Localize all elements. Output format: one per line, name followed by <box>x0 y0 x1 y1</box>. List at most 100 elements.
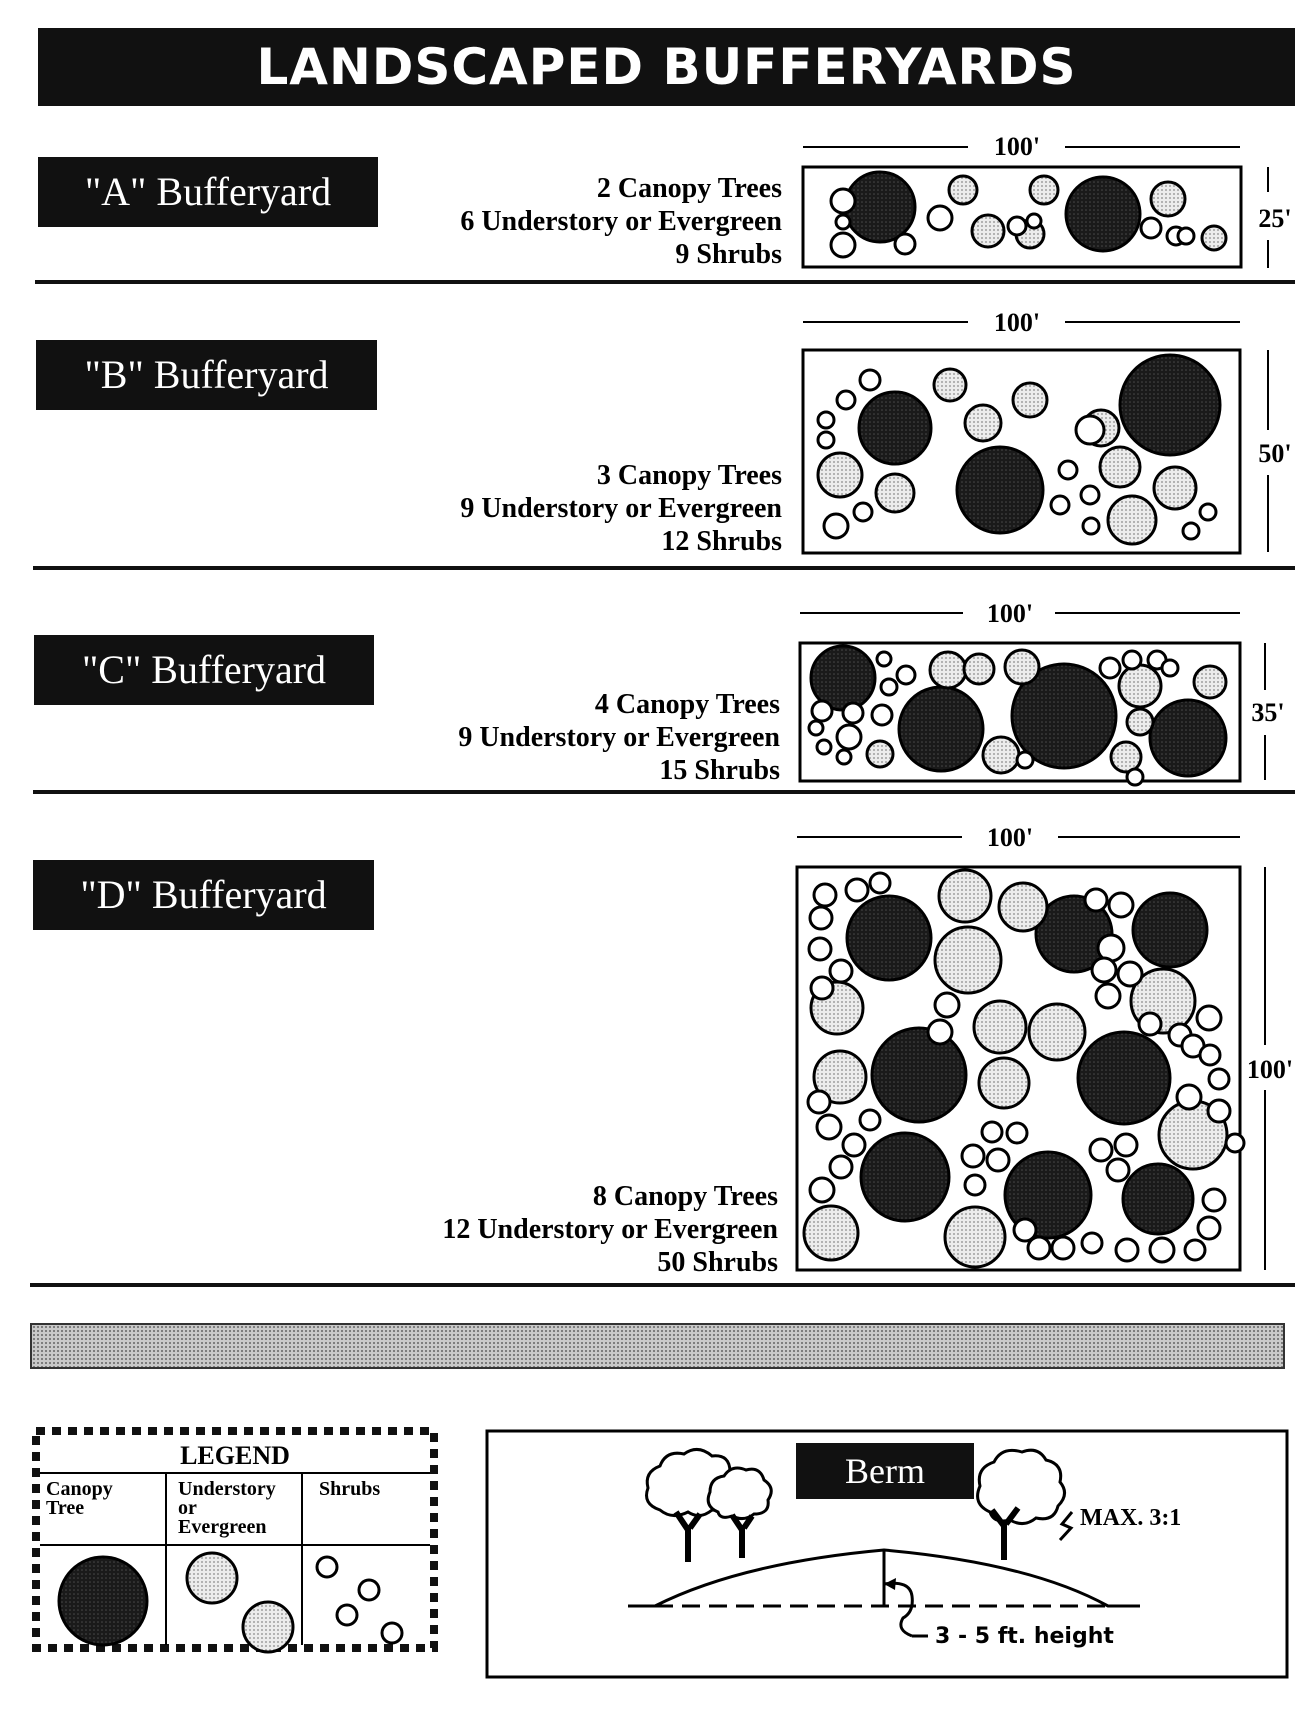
dim-label-d-depth: 100' <box>1247 1055 1293 1084</box>
plan-a-canopy-tree-0 <box>843 170 917 244</box>
legend-understory-label-2: or <box>178 1497 197 1519</box>
plan-a-canopy-tree-1 <box>1064 175 1142 253</box>
plan-d-shrub-57 <box>1201 1187 1227 1213</box>
plan-box-d <box>795 865 1242 1272</box>
bufferyard-b-label: "B" Bufferyard <box>36 340 377 410</box>
plan-box-c <box>798 641 1242 783</box>
plan-a-shrub-17 <box>1176 226 1196 246</box>
plan-d-shrub-33 <box>1116 960 1144 988</box>
plan-d-shrub-61 <box>1114 1237 1140 1263</box>
plan-d-shrub-66 <box>1224 1132 1246 1154</box>
plan-a-understory-tree-4 <box>970 213 1006 249</box>
plan-d-understory-tree-9 <box>997 881 1049 933</box>
plan-c-understory-tree-12 <box>865 739 895 769</box>
plan-d-shrub-28 <box>926 1018 954 1046</box>
plan-c-shrub-14 <box>895 664 917 686</box>
bufferyard-c-shrubs: 15 Shrubs <box>659 755 780 786</box>
plan-d-understory-tree-18 <box>943 1205 1007 1269</box>
plan-b-understory-tree-4 <box>1011 381 1049 419</box>
bufferyard-a-counts: 2 Canopy Trees 6 Understory or Evergreen… <box>362 172 782 271</box>
plan-c-canopy-tree-2 <box>1010 662 1118 770</box>
legend-canopy-label-1: Canopy <box>46 1478 113 1500</box>
plan-d-shrub-50 <box>1005 1121 1029 1145</box>
plan-d-understory-tree-12 <box>972 999 1028 1055</box>
plan-c-shrub-15 <box>879 677 899 697</box>
plan-d-shrub-30 <box>1107 891 1135 919</box>
bufferyard-d-label: "D" Bufferyard <box>33 860 374 930</box>
plan-b-understory-tree-8 <box>1098 445 1142 489</box>
legend-shrub-symbol-4 <box>380 1621 404 1645</box>
dim-label-b-width: 100' <box>994 308 1040 337</box>
plan-a-shrub-13 <box>1006 215 1028 237</box>
plan-d-shrub-25 <box>828 958 854 984</box>
berm-title-box <box>796 1443 974 1499</box>
plan-a-shrub-9 <box>834 213 852 231</box>
plan-b-shrub-14 <box>816 410 836 430</box>
plan-a-shrub-8 <box>829 187 857 215</box>
legend-frame <box>32 1427 438 1652</box>
plan-b-canopy-tree-2 <box>1118 353 1222 457</box>
berm-slope-label: MAX. 3:1 <box>1080 1505 1181 1531</box>
plan-d-shrub-27 <box>933 991 961 1019</box>
legend-canopy-symbol <box>57 1555 149 1647</box>
plan-d-understory-tree-10 <box>933 925 1003 995</box>
legend-understory-symbol-1 <box>185 1551 239 1605</box>
plan-c-shrub-28 <box>1015 750 1035 770</box>
plan-a-shrub-11 <box>893 232 917 256</box>
berm-frame <box>485 1429 1289 1679</box>
bufferyard-a-label: "A" Bufferyard <box>38 157 378 227</box>
plan-c-understory-tree-10 <box>1192 664 1228 700</box>
plan-d-shrub-59 <box>1183 1238 1207 1262</box>
slope-pointer <box>1058 1511 1074 1542</box>
plan-c-shrub-13 <box>875 650 893 668</box>
legend-shrub-symbol-2 <box>357 1578 381 1602</box>
plan-d-shrub-20 <box>812 882 838 908</box>
plan-c-understory-tree-6 <box>1003 648 1041 686</box>
plan-b-understory-tree-10 <box>1106 494 1158 546</box>
plan-b-canopy-tree-0 <box>857 390 933 466</box>
plan-d-shrub-29 <box>1083 887 1109 913</box>
plan-d-shrub-37 <box>1195 1004 1223 1032</box>
bufferyard-a-canopy: 2 Canopy Trees <box>596 173 782 204</box>
plan-d-shrub-48 <box>808 1176 836 1204</box>
plan-b-shrub-15 <box>816 430 836 450</box>
bufferyard-a-shrubs: 9 Shrubs <box>675 239 782 270</box>
plan-d-canopy-tree-5 <box>859 1131 951 1223</box>
plan-d-canopy-tree-0 <box>845 894 933 982</box>
legend-title: LEGEND <box>180 1441 290 1470</box>
plan-d-shrub-41 <box>1175 1083 1203 1111</box>
legend-shrub-symbol-3 <box>335 1603 359 1627</box>
plan-b-shrub-21 <box>1049 494 1071 516</box>
plan-d-shrub-40 <box>1207 1067 1231 1091</box>
legend-understory-label-1: Understory <box>178 1478 276 1500</box>
bufferyard-b-counts: 3 Canopy Trees 9 Understory or Evergreen… <box>362 459 782 558</box>
bufferyard-c-canopy: 4 Canopy Trees <box>594 689 780 720</box>
plan-a-shrub-15 <box>1139 216 1163 240</box>
legend-understory-label-3: Evergreen <box>178 1516 267 1538</box>
plan-d-shrub-39 <box>1198 1043 1222 1067</box>
legend-shrub-symbol-1 <box>315 1555 339 1579</box>
plan-c-shrub-20 <box>815 738 833 756</box>
height-arrowhead <box>884 1578 896 1590</box>
legend-understory-symbol-2 <box>241 1600 295 1654</box>
plan-d-shrub-43 <box>806 1089 832 1115</box>
plan-a-shrub-14 <box>1025 212 1043 230</box>
dim-label-a-width: 100' <box>994 132 1040 161</box>
dim-label-c-width: 100' <box>987 599 1033 628</box>
plan-d-shrub-63 <box>1050 1235 1076 1261</box>
plan-b-shrub-20 <box>1079 484 1101 506</box>
plan-a-shrub-10 <box>829 231 857 259</box>
dim-label-c-depth: 35' <box>1251 698 1284 727</box>
plan-c-understory-tree-11 <box>1109 740 1143 774</box>
plan-d-understory-tree-19 <box>802 1204 860 1262</box>
bufferyard-d-counts: 8 Canopy Trees 12 Understory or Evergree… <box>358 1180 778 1279</box>
plan-b-shrub-12 <box>858 368 882 392</box>
plan-d-understory-tree-8 <box>937 868 993 924</box>
plan-d-shrub-65 <box>1012 1217 1038 1243</box>
legend-canopy-label-2: Tree <box>46 1497 84 1519</box>
plan-a-understory-tree-3 <box>1028 174 1060 206</box>
plan-c-shrub-26 <box>1160 658 1180 678</box>
plan-d-shrub-58 <box>1196 1215 1222 1241</box>
berm-title: Berm <box>845 1451 925 1491</box>
plan-c-understory-tree-9 <box>1125 707 1155 737</box>
